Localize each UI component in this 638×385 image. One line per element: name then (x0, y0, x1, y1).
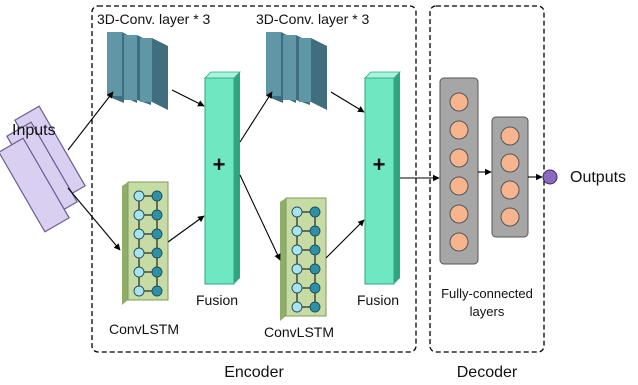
fc-layer-1 (439, 77, 479, 265)
connection-arrows (67, 89, 543, 261)
fc-label-line1: Fully-connected (441, 286, 533, 301)
input-frames (0, 105, 86, 233)
fc-label-line2: layers (470, 304, 505, 319)
inputs-label: Inputs (12, 122, 56, 139)
fusion-block-2 (364, 71, 401, 285)
convlstm-label-2: ConvLSTM (264, 324, 334, 340)
conv3d-label-2: 3D-Conv. layer * 3 (256, 11, 370, 27)
plus-sign-1: + (213, 152, 226, 177)
decoder-label: Decoder (457, 364, 518, 381)
fusion-label-2: Fusion (357, 292, 399, 308)
fc-layer-2 (491, 116, 529, 238)
conv3d-label-1: 3D-Conv. layer * 3 (97, 11, 211, 27)
encoder-box (91, 5, 417, 353)
convlstm-block-2 (280, 197, 327, 321)
conv3d-block-2 (266, 32, 327, 110)
encoder-label: Encoder (224, 364, 284, 381)
convlstm-label-1: ConvLSTM (109, 321, 179, 337)
fusion-label-1: Fusion (196, 292, 238, 308)
output-node (542, 169, 558, 185)
plus-sign-2: + (373, 152, 386, 177)
decoder-box (429, 5, 545, 353)
conv3d-block-1 (107, 32, 168, 110)
convlstm-block-1 (122, 181, 169, 305)
fusion-block-1 (204, 71, 241, 285)
outputs-label: Outputs (570, 169, 626, 186)
